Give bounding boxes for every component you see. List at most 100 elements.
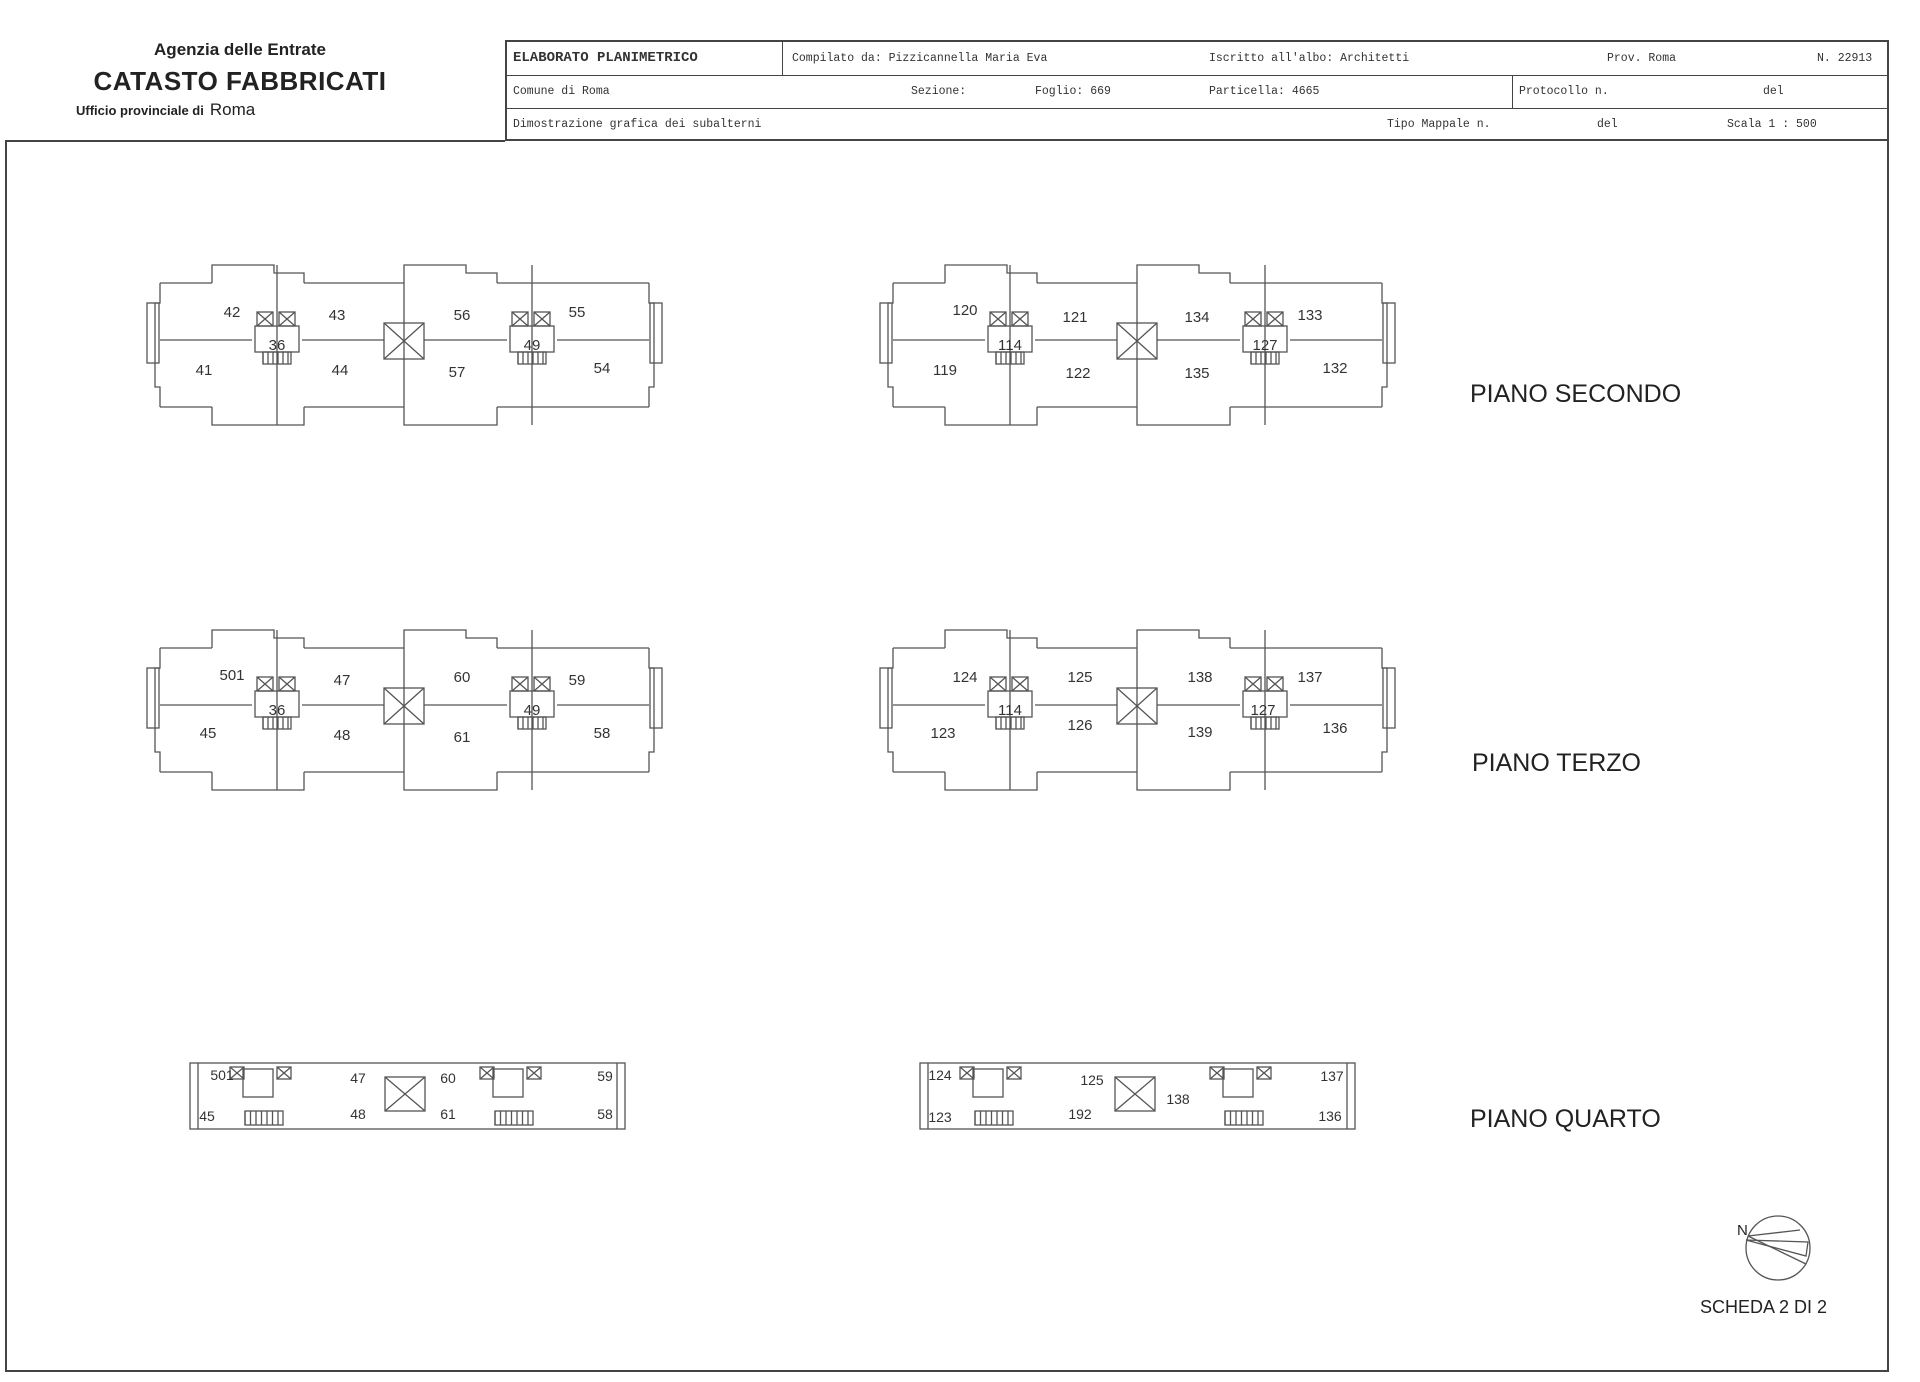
stair-block [1244, 676, 1262, 692]
unit-number: 42 [224, 304, 241, 321]
balcony-top [944, 629, 1038, 648]
stair-block [989, 311, 1007, 327]
stair-block [256, 676, 274, 692]
unit-number: 120 [952, 302, 977, 319]
unit-number: 132 [1322, 360, 1347, 377]
north-arrow-icon [1745, 1215, 1811, 1281]
unit-number: 54 [594, 360, 611, 377]
stair-block [1006, 1066, 1022, 1080]
unit-number: 123 [930, 725, 955, 742]
label-piano-secondo: PIANO SECONDO [1470, 380, 1682, 408]
office-city: Roma [209, 100, 256, 119]
unit-number: 138 [1166, 1091, 1190, 1107]
unit-number: 58 [597, 1106, 613, 1122]
unit-number: 114 [998, 702, 1022, 719]
core-room [972, 1068, 1004, 1098]
unit-number: 127 [1252, 337, 1277, 354]
unit-number: 55 [569, 304, 586, 321]
unit-number: 44 [332, 362, 349, 379]
balcony-top [211, 264, 305, 283]
lift-box [1116, 687, 1158, 725]
unit-number: 48 [334, 727, 351, 744]
unit-number: 122 [1065, 365, 1090, 382]
lift-box [1116, 322, 1158, 360]
balcony-top [1136, 629, 1231, 648]
divider [1512, 75, 1513, 108]
side-projection [649, 302, 663, 364]
lift-box [1114, 1076, 1156, 1112]
lift-box [1116, 687, 1158, 725]
balcony-bottom [944, 772, 1038, 791]
stair-block [229, 1066, 245, 1080]
unit-number: 47 [350, 1070, 366, 1086]
stair-block [533, 311, 551, 327]
agency-heading: Agenzia delle Entrate CATASTO FABBRICATI… [70, 40, 410, 119]
side-projection [1382, 667, 1396, 729]
unit-number: 60 [440, 1070, 456, 1086]
particella-field: Particella: 4665 [1209, 85, 1320, 98]
balcony-top [403, 264, 498, 283]
unit-number: 59 [597, 1068, 613, 1084]
balcony-top [1136, 264, 1231, 283]
side-projection [879, 667, 893, 729]
scheda-label: SCHEDA 2 DI 2 [1700, 1297, 1828, 1317]
balcony-bottom [1136, 407, 1231, 426]
side-projection [146, 667, 160, 729]
stair-block [959, 1066, 975, 1080]
stair-block [533, 676, 551, 692]
unit-number: 36 [269, 337, 286, 354]
lift-box [1114, 1076, 1156, 1112]
agency-name: Agenzia delle Entrate [154, 40, 326, 59]
unit-number: 121 [1062, 309, 1087, 326]
stair-block [526, 1066, 542, 1080]
stair-block [1244, 311, 1262, 327]
stair-block [511, 676, 529, 692]
unit-number: 124 [952, 669, 977, 686]
unit-number: 501 [210, 1067, 234, 1083]
outline-right [648, 283, 655, 407]
stair-block [278, 676, 296, 692]
outline-left [154, 648, 161, 772]
stair-block [276, 1066, 292, 1080]
stair-block [1266, 311, 1284, 327]
unit-number: 58 [594, 725, 611, 742]
stair-block [526, 1066, 542, 1080]
unit-number: 133 [1297, 307, 1322, 324]
scala-field: Scala 1 : 500 [1727, 118, 1817, 131]
header-table: ELABORATO PLANIMETRICO Compilato da: Piz… [505, 40, 1889, 141]
unit-number: 36 [269, 702, 286, 719]
tipo-del-field: del [1597, 118, 1618, 131]
protocollo-field: Protocollo n. [1519, 85, 1609, 98]
unit-number: 45 [199, 1108, 215, 1124]
stair-block [479, 1066, 495, 1080]
stair-block [278, 311, 296, 327]
side-projection [649, 667, 663, 729]
frame-bottom [5, 1370, 1889, 1372]
core-room [492, 1068, 524, 1098]
side-projection [1382, 302, 1396, 364]
unit-number: 48 [350, 1106, 366, 1122]
outline-left [154, 283, 161, 407]
unit-number: 501 [219, 667, 244, 684]
stair-block [1256, 1066, 1272, 1080]
unit-number: 59 [569, 672, 586, 689]
document-title: ELABORATO PLANIMETRICO [513, 50, 698, 66]
foglio-field: Foglio: 669 [1035, 85, 1111, 98]
unit-number: 192 [1068, 1106, 1092, 1122]
tipo-mappale-field: Tipo Mappale n. [1387, 118, 1491, 131]
unit-number: 127 [1250, 702, 1275, 719]
header-row-3: Dimostrazione grafica dei subalterni Tip… [507, 108, 1887, 141]
stair-block [479, 1066, 495, 1080]
outline-right [1381, 283, 1388, 407]
balcony-top [211, 629, 305, 648]
balcony-bottom [211, 407, 305, 426]
dimostrazione-field: Dimostrazione grafica dei subalterni [513, 118, 762, 131]
outline-left [887, 283, 894, 407]
north-arrow-icon [1747, 1235, 1807, 1265]
header-row-2: Comune di Roma Sezione: Foglio: 669 Part… [507, 75, 1887, 109]
stair-block [1266, 676, 1284, 692]
label-piano-quarto: PIANO QUARTO [1470, 1105, 1661, 1133]
unit-number: 124 [928, 1067, 952, 1083]
stair-block [229, 1066, 245, 1080]
